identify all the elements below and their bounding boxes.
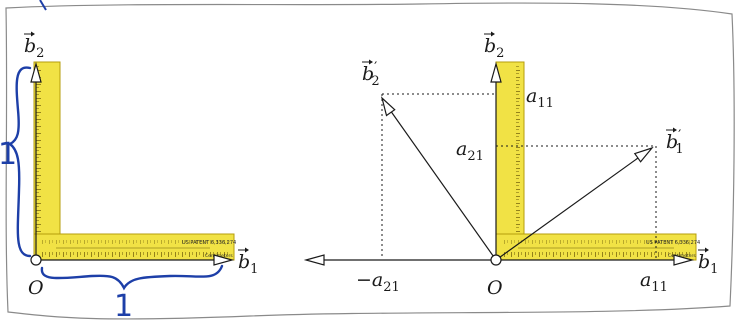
right-ruler-units: Centimeters [668,253,696,259]
svg-text:a11: a11 [640,269,668,295]
svg-text:a11: a11 [526,85,554,111]
paper-border [5,2,735,320]
right-origin-label: O [487,277,503,299]
left-b1-label: b1 [238,247,258,277]
negative-b1-arrowhead [303,254,325,266]
right-b2-arrowhead [490,61,502,83]
svg-text:b1: b1 [238,251,258,277]
left-b2-arrowhead [30,61,42,83]
right-b1-arrowhead [673,254,695,266]
b1-prime-label: b′1 [666,127,684,157]
svg-text:b′1: b′1 [666,128,684,157]
a21-label: a21 [456,138,484,164]
left-vertical-brace [7,66,32,258]
b1-prime-vector [495,157,639,261]
svg-text:b2: b2 [484,35,504,61]
svg-text:a21: a21 [456,138,484,164]
a11-top-label: a11 [526,85,554,111]
svg-text:b′2: b′2 [362,60,380,89]
b2-prime-vector [389,109,497,261]
left-b1-arrowhead [213,254,235,266]
left-horizontal-brace [40,264,224,291]
svg-text:b1: b1 [698,251,718,277]
left-vertical-brace-text: 1 [0,137,17,172]
right-b1-label: b1 [698,247,718,277]
right-ruler-patent: US PATENT 6,336,274 [646,240,700,246]
svg-text:−a21: −a21 [356,269,400,295]
b2-prime-label: b′2 [362,59,380,89]
right-ruler: US PATENT 6,336,274 Centimeters [495,61,700,261]
projection-lines [381,93,657,258]
right-origin-dot [490,254,502,266]
left-b2-label: b2 [24,31,44,61]
left-horizontal-brace-text: 1 [114,289,133,322]
pen-stroke-top [39,0,47,11]
left-origin-label: O [28,277,44,299]
left-ruler-patent: US PATENT 6,336,274 [182,240,236,246]
neg-a21-label: −a21 [356,269,400,295]
b1-prime-arrowhead [633,146,654,163]
left-ruler: US PATENT 6,336,274 Centimeters [33,61,236,261]
right-b2-label: b2 [484,31,504,61]
b2-prime-arrowhead [380,96,396,117]
svg-text:b2: b2 [24,35,44,61]
a11-bottom-label: a11 [640,269,668,295]
left-origin-dot [30,254,42,266]
